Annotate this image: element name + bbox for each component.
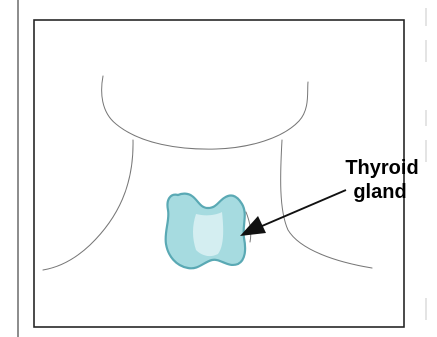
thyroid-gland-highlight	[193, 212, 223, 256]
thyroid-label-line2: gland	[353, 181, 406, 203]
thyroid-label-line1: Thyroid	[345, 157, 418, 179]
